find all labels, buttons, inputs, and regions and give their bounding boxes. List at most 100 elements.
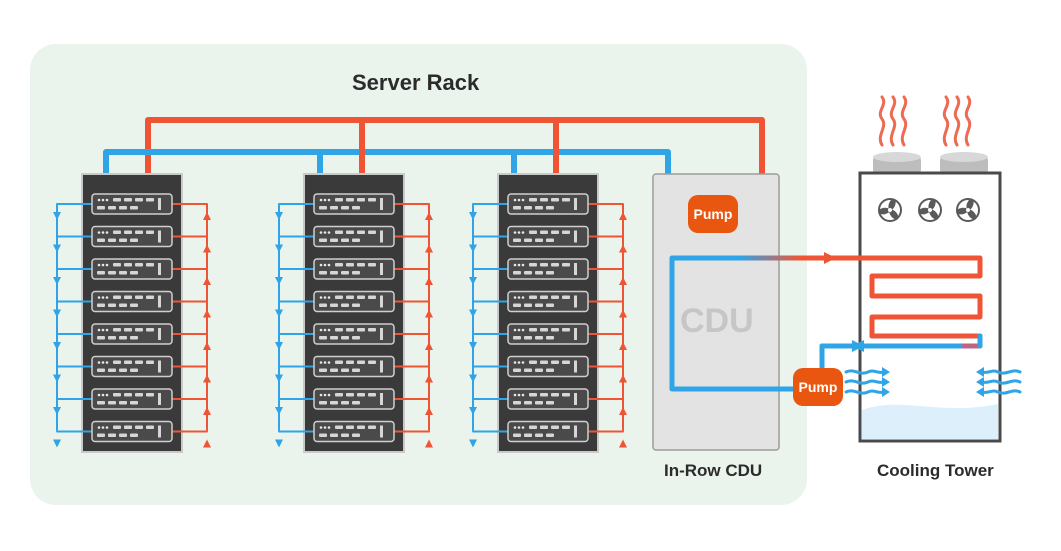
server-led <box>323 328 327 332</box>
server-drive-top <box>529 263 537 267</box>
server-handle <box>574 198 577 210</box>
flow-arrow-down <box>53 309 61 318</box>
server-drive-top <box>551 230 559 234</box>
server-led <box>323 393 327 397</box>
server-drive-top <box>124 328 132 332</box>
server-led <box>105 393 109 397</box>
fan-blade <box>888 198 896 211</box>
server-drive-top <box>346 198 354 202</box>
server-drive-top <box>540 230 548 234</box>
pump-top: Pump <box>688 195 738 233</box>
server-handle <box>380 230 383 243</box>
server-drive-top <box>124 198 132 202</box>
flow-arrow-down <box>275 309 283 318</box>
server-drive-bottom <box>97 206 105 210</box>
flow-arrow-up <box>203 342 211 350</box>
flow-arrow-right <box>824 252 836 264</box>
server-drive-bottom <box>524 368 532 372</box>
server-drive-top <box>368 425 376 429</box>
server-drive-top <box>551 263 559 267</box>
server-drive-bottom <box>119 238 127 242</box>
server-drive-bottom <box>130 433 138 437</box>
server-led <box>97 426 101 429</box>
server-drive-bottom <box>535 271 543 275</box>
server-drive-bottom <box>524 336 532 340</box>
server-drive-top <box>135 198 143 202</box>
server-led <box>513 263 517 267</box>
server-led <box>521 361 525 364</box>
server-led <box>105 263 109 267</box>
server-drive-top <box>529 328 537 332</box>
server-led <box>101 328 105 332</box>
server-drive-bottom <box>330 336 338 340</box>
cooling-tower <box>858 95 1002 443</box>
server-drive-top <box>135 230 143 234</box>
server-drive-bottom <box>341 401 349 405</box>
air-line <box>844 379 886 385</box>
flow-arrow-down <box>53 342 61 350</box>
server-led <box>101 263 105 267</box>
server-handle <box>574 295 577 308</box>
server-drive-top <box>135 425 143 429</box>
server-handle <box>380 295 383 308</box>
server-drive-top <box>113 295 121 299</box>
server-led <box>323 426 327 429</box>
server-drive-bottom <box>524 238 532 242</box>
server-led <box>521 296 525 299</box>
fan-blade <box>918 207 931 215</box>
air-arrow <box>844 377 890 387</box>
flow-arrow-up <box>203 439 211 448</box>
server-drive-bottom <box>330 303 338 307</box>
server-drive-bottom <box>119 336 127 340</box>
server-drive-bottom <box>535 206 543 210</box>
flow-arrow-left <box>852 340 864 352</box>
flow-arrow-down <box>275 212 283 220</box>
server-handle <box>380 425 383 438</box>
air-arrow <box>976 387 1022 397</box>
server-drive-bottom <box>535 368 543 372</box>
fan-hub <box>928 208 932 212</box>
server-led <box>521 426 525 429</box>
server-drive-bottom <box>546 206 554 210</box>
server-drive-bottom <box>341 206 349 210</box>
server-drive-bottom <box>319 336 327 340</box>
server-drive-top <box>562 198 570 202</box>
flow-arrow-down <box>53 212 61 220</box>
fan-blade <box>929 209 939 220</box>
server-led <box>327 393 331 397</box>
server-led <box>105 296 109 299</box>
server-drive-top <box>146 295 154 299</box>
server-drive-bottom <box>524 401 532 405</box>
tower-hot-pipe <box>737 255 983 339</box>
server-drive-bottom <box>108 206 116 210</box>
fan-blade <box>956 207 969 215</box>
air-arrowhead <box>976 377 984 387</box>
server-handle <box>574 328 577 340</box>
flow-arrow-down <box>275 374 283 383</box>
server-led <box>517 328 521 332</box>
server-led <box>105 426 109 429</box>
server-led <box>323 361 327 364</box>
server-drive-bottom <box>352 206 360 210</box>
fan-blade <box>967 209 977 220</box>
server-drive-top <box>357 198 365 202</box>
server-drive-bottom <box>330 206 338 210</box>
server-drive-top <box>529 230 537 234</box>
fan-icon <box>878 198 902 222</box>
server-drive-top <box>357 295 365 299</box>
server-led <box>327 263 331 267</box>
server-drive-bottom <box>546 238 554 242</box>
server-drive-top <box>357 393 365 397</box>
heat-wave <box>953 95 961 147</box>
server-drive-top <box>357 263 365 267</box>
server-drive-bottom <box>535 336 543 340</box>
server-drive-top <box>346 263 354 267</box>
flow-arrow-up <box>425 309 433 318</box>
server-drive-top <box>124 263 132 267</box>
flow-arrow-up <box>203 309 211 318</box>
server-handle <box>380 360 383 373</box>
server-led <box>97 263 101 267</box>
server-led <box>101 231 105 234</box>
flow-arrow-down <box>469 342 477 350</box>
server-drive-top <box>368 263 376 267</box>
